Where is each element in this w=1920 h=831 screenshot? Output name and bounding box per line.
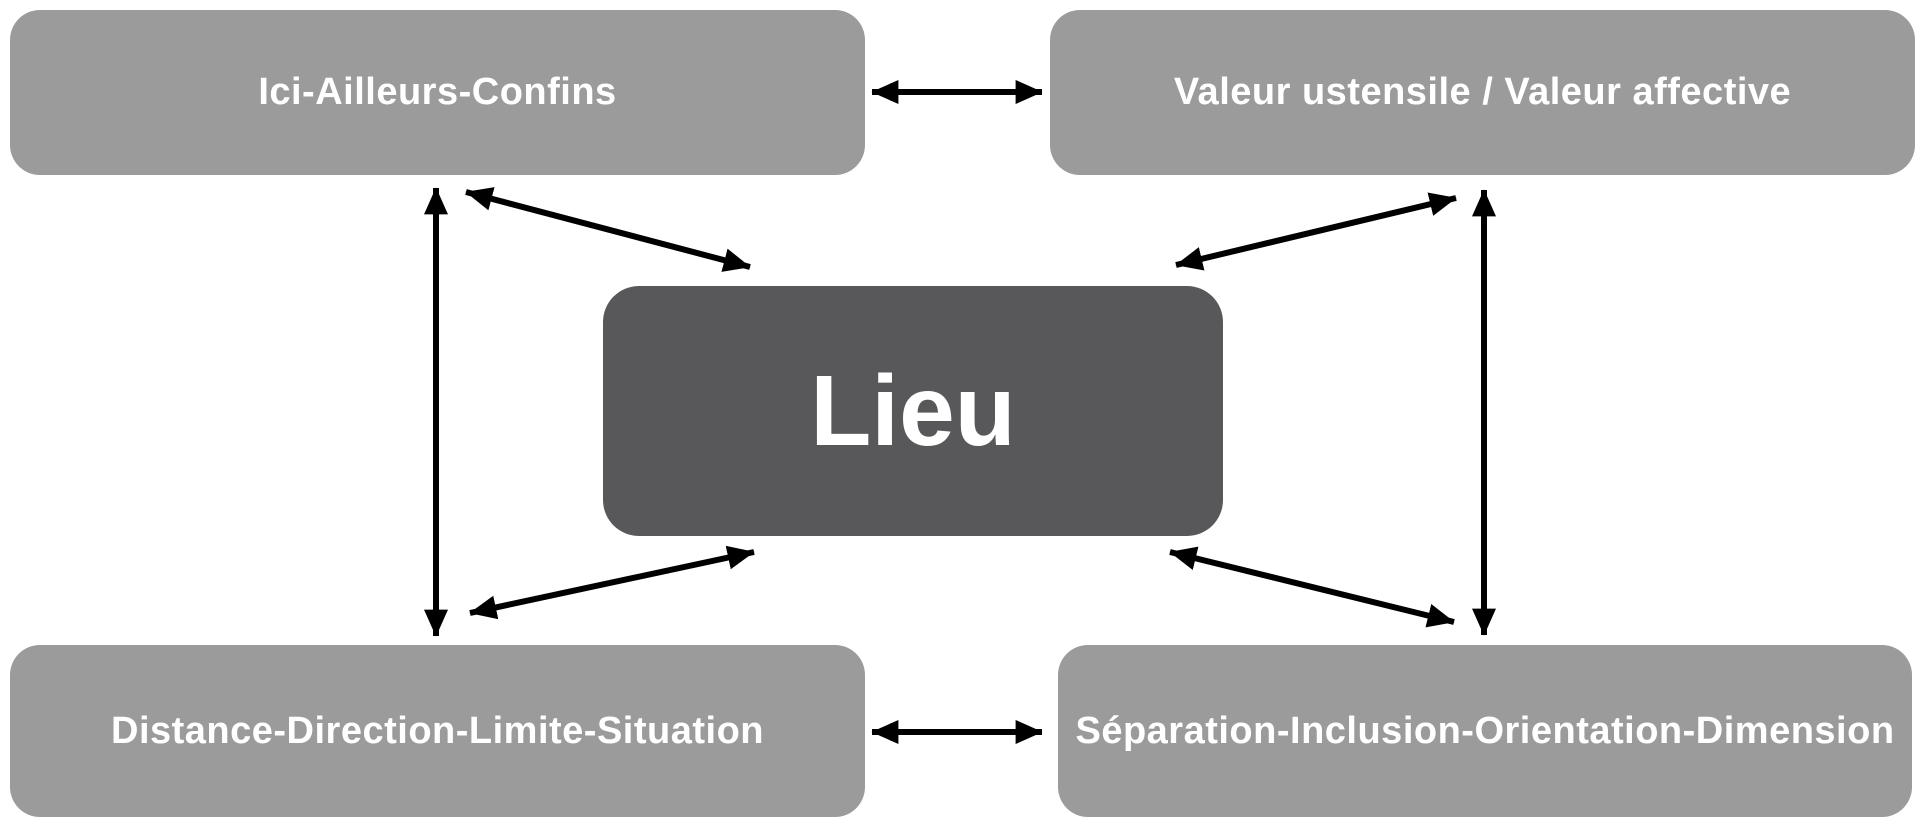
node-label-distance-direction-limite-situation: Distance-Direction-Limite-Situation (111, 709, 764, 752)
node-label-valeur-ustensile-affective: Valeur ustensile / Valeur affective (1173, 71, 1792, 113)
arrow-topleft-center (465, 187, 751, 272)
node-label-lieu: Lieu (810, 354, 1016, 467)
node-separation-inclusion-orientation-dimension: Séparation-Inclusion-Orientation-Dimensi… (1058, 645, 1912, 817)
node-ici-ailleurs-confins: Ici-Ailleurs-Confins (10, 10, 865, 175)
arrow-bottomleft-center (469, 545, 755, 620)
node-distance-direction-limite-situation: Distance-Direction-Limite-Situation (10, 645, 865, 817)
node-label-separation-inclusion-orientation-dimension: Séparation-Inclusion-Orientation-Dimensi… (1075, 709, 1895, 752)
arrow-bottomright-center (1169, 546, 1455, 628)
node-valeur-ustensile-affective: Valeur ustensile / Valeur affective (1050, 10, 1915, 175)
node-lieu: Lieu (603, 286, 1223, 536)
arrow-topright-center (1175, 192, 1457, 271)
node-label-ici-ailleurs-confins: Ici-Ailleurs-Confins (258, 71, 617, 113)
